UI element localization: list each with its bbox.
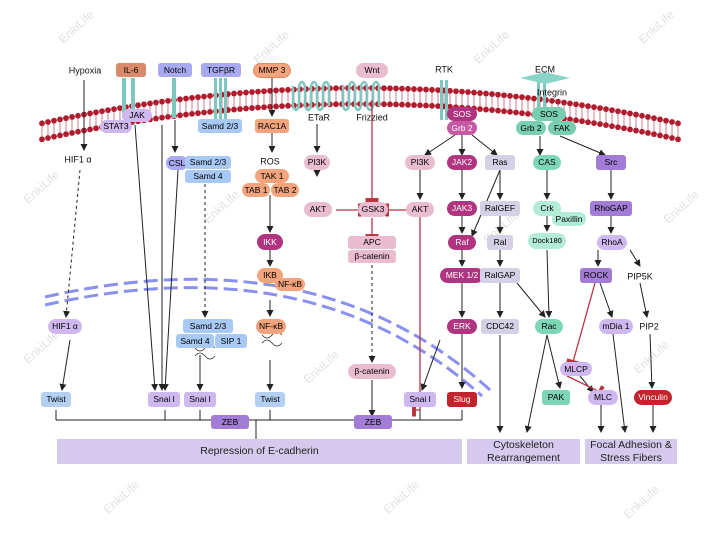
mek12-node: MEK 1/2 [440,268,484,283]
crk-node: Crk [533,201,561,216]
akt-rtk-node: AKT [406,202,434,217]
receptor-bars [122,78,546,122]
hypoxia-label: Hypoxia [68,65,102,76]
twist-node-2: Twist [255,392,285,407]
mmp3-node: MMP 3 [253,63,291,78]
wnt-node: Wnt [356,63,388,78]
akt-etar-node: AKT [304,202,332,217]
frizzled-receptor [341,80,381,112]
activation-arrows [59,78,657,433]
ralgef-node: RalGEF [480,201,520,216]
mlcp-node: MLCP [560,362,592,376]
mdia1-node: mDia 1 [599,319,633,334]
rock-node: ROCK [580,268,612,283]
nuclear-envelope-inner [44,286,484,398]
samd4-mid-node: Samd 4 [185,170,231,183]
nfkb-nuclear-node: NF-κB [256,319,286,334]
zeb-node-2: ZEB [354,415,392,429]
cytoskeleton-line-2: Rearrangement [487,451,560,464]
samd23-nuclear-node: Samd 2/3 [183,319,233,333]
repression-ecadherin-bar: Repression of E-cadherin [57,439,462,464]
rtk-label: RTK [435,64,453,75]
nfkb-cyto-node: NF-κB [275,278,305,291]
rhoa-node: RhoA [597,235,627,250]
samd23-mid-node: Samd 2/3 [185,156,231,169]
mlc-node: MLC [588,390,618,405]
etar-label: ETaR [307,112,331,123]
ros-label: ROS [260,156,280,167]
slug-node: Slug [447,392,477,407]
translocation-arrows [63,169,376,363]
csl-node: CSL [166,156,188,170]
src-node: Src [596,155,626,170]
sip1-node: SIP 1 [215,334,247,348]
dock180-node: Dock180 [528,233,566,249]
rac1a-node: RAC1A [255,119,289,133]
ikk-node: IKK [257,234,283,250]
cytoskeleton-line-1: Cytoskeleton [493,438,554,451]
stat3-node: STAT3 [100,120,132,133]
beta-catenin-cyto-node: β-catenin [348,250,396,263]
ras-node: Ras [485,155,515,170]
il6-node: IL-6 [116,63,146,77]
grb2-integrin-node: Grb 2 [516,121,546,135]
samd4-nuclear-node: Samd 4 [176,334,214,348]
sos-rtk-node: SOS [447,107,477,121]
cdc42-node: CDC42 [481,319,519,334]
hif1a-cyto-label: HIF1 α [64,154,92,165]
zeb-node-1: ZEB [211,415,249,429]
jak3-node: JAK3 [447,201,477,216]
snail-node-2: Snai l [184,392,216,407]
jak2-node: JAK2 [447,155,477,170]
hif1a-nuclear-node: HIF1 α [48,319,82,334]
tgfbr-node: TGFβR [201,63,241,77]
paxillin-node: Paxillin [552,212,586,226]
ecm-label: ECM [535,64,555,75]
rac-node: Rac [535,319,563,334]
snail-node-1: Snai l [148,392,180,407]
focal-adhesion-bar: Focal Adhesion & Stress Fibers [585,439,677,464]
raf-node: Raf [448,235,476,250]
collection-lines [55,410,463,440]
beta-catenin-nuclear-node: β-catenin [348,364,396,379]
ralgap-node: RalGAP [480,268,520,283]
cas-node: CAS [533,155,561,170]
etar-receptor [291,80,331,112]
sos-integrin-node: SOS [532,107,566,121]
pi3k-rtk-node: PI3K [405,155,435,170]
pip5k-label: PIP5K [627,271,653,282]
tab2-node: TAB 2 [271,183,299,197]
ecm-shape [520,72,570,84]
nuclear-envelope-outer [44,277,492,392]
samd23-top-node: Samd 2/3 [198,119,242,133]
vinculin-node: Vinculin [634,390,672,405]
pip2-label: PIP2 [639,321,659,332]
apc-node: APC [348,236,396,249]
focal-adhesion-line-2: Stress Fibers [600,451,662,464]
focal-adhesion-line-1: Focal Adhesion & [590,438,672,451]
tab1-node: TAB 1 [242,183,270,197]
cell-membrane [39,85,681,143]
tak1-node: TAK 1 [255,169,289,183]
erk-node: ERK [447,319,477,334]
twist-node-1: Twist [41,392,71,407]
fak-node: FAK [548,121,576,135]
ral-node: Ral [487,235,513,250]
snail-node-3: Snai l [404,392,436,407]
grb2-rtk-node: Grb 2 [447,121,477,135]
frizzled-label: Frizzied [356,112,388,123]
cytoskeleton-rearrangement-bar: Cytoskeleton Rearrangement [467,439,580,464]
integrin-label: Integrin [536,87,568,98]
rhogap-node: RhoGAP [590,201,632,216]
gsk3-node: GSK3 [358,202,388,217]
jak-node: JAK [122,109,152,122]
pak-node: PAK [542,390,570,405]
pi3k-etar-node: PI3K [304,155,330,170]
notch-node: Notch [158,63,192,77]
